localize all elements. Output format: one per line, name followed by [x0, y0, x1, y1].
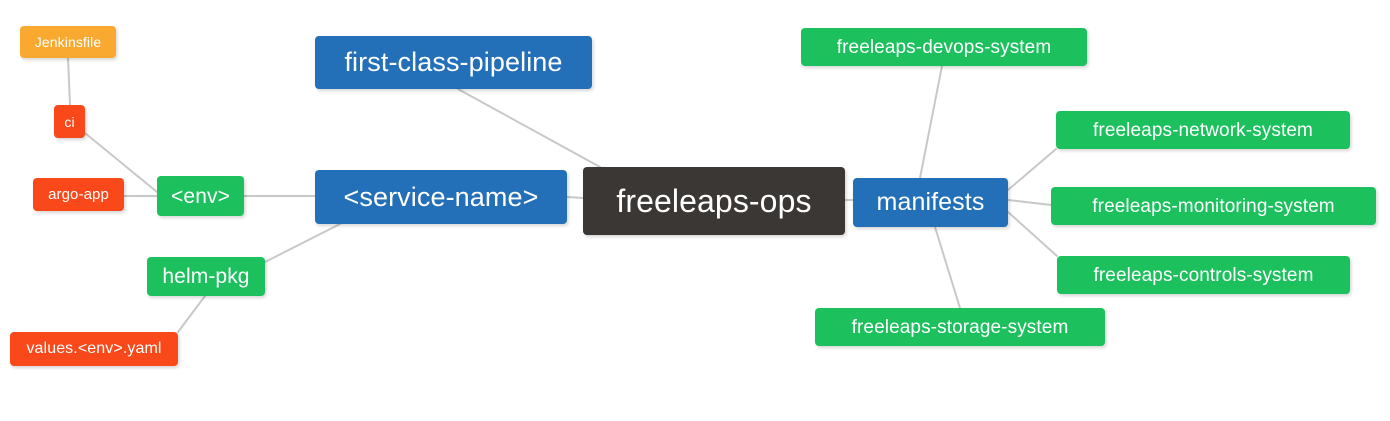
edge-values-yaml-to-helm-pkg: [177, 295, 206, 333]
node-controls-system[interactable]: freeleaps-controls-system: [1057, 256, 1350, 294]
node-monitoring-system[interactable]: freeleaps-monitoring-system: [1051, 187, 1376, 225]
node-network-system[interactable]: freeleaps-network-system: [1056, 111, 1350, 149]
node-jenkinsfile[interactable]: Jenkinsfile: [20, 26, 116, 58]
node-storage-system[interactable]: freeleaps-storage-system: [815, 308, 1105, 346]
node-service-name[interactable]: <service-name>: [315, 170, 567, 224]
node-ci[interactable]: ci: [54, 105, 85, 138]
edge-manifests-to-controls-system: [1007, 211, 1058, 257]
node-devops-system[interactable]: freeleaps-devops-system: [801, 28, 1087, 66]
node-env[interactable]: <env>: [157, 176, 244, 216]
edge-manifests-to-network-system: [1007, 148, 1057, 191]
edge-manifests-to-monitoring-system: [1007, 199, 1052, 206]
node-manifests[interactable]: manifests: [853, 178, 1008, 227]
node-helm-pkg[interactable]: helm-pkg: [147, 257, 265, 296]
node-argo-app[interactable]: argo-app: [33, 178, 124, 211]
node-values-yaml[interactable]: values.<env>.yaml: [10, 332, 178, 366]
edge-helm-pkg-to-service-name: [264, 223, 341, 263]
node-freeleaps-ops[interactable]: freeleaps-ops: [583, 167, 845, 235]
edge-first-class-pipeline-to-freeleaps-ops: [457, 88, 601, 168]
edge-manifests-to-devops-system: [919, 65, 943, 179]
node-first-class-pipeline[interactable]: first-class-pipeline: [315, 36, 592, 89]
edge-manifests-to-storage-system: [934, 226, 961, 309]
edge-jenkinsfile-to-ci: [67, 57, 71, 106]
edge-service-name-to-freeleaps-ops: [566, 196, 584, 199]
